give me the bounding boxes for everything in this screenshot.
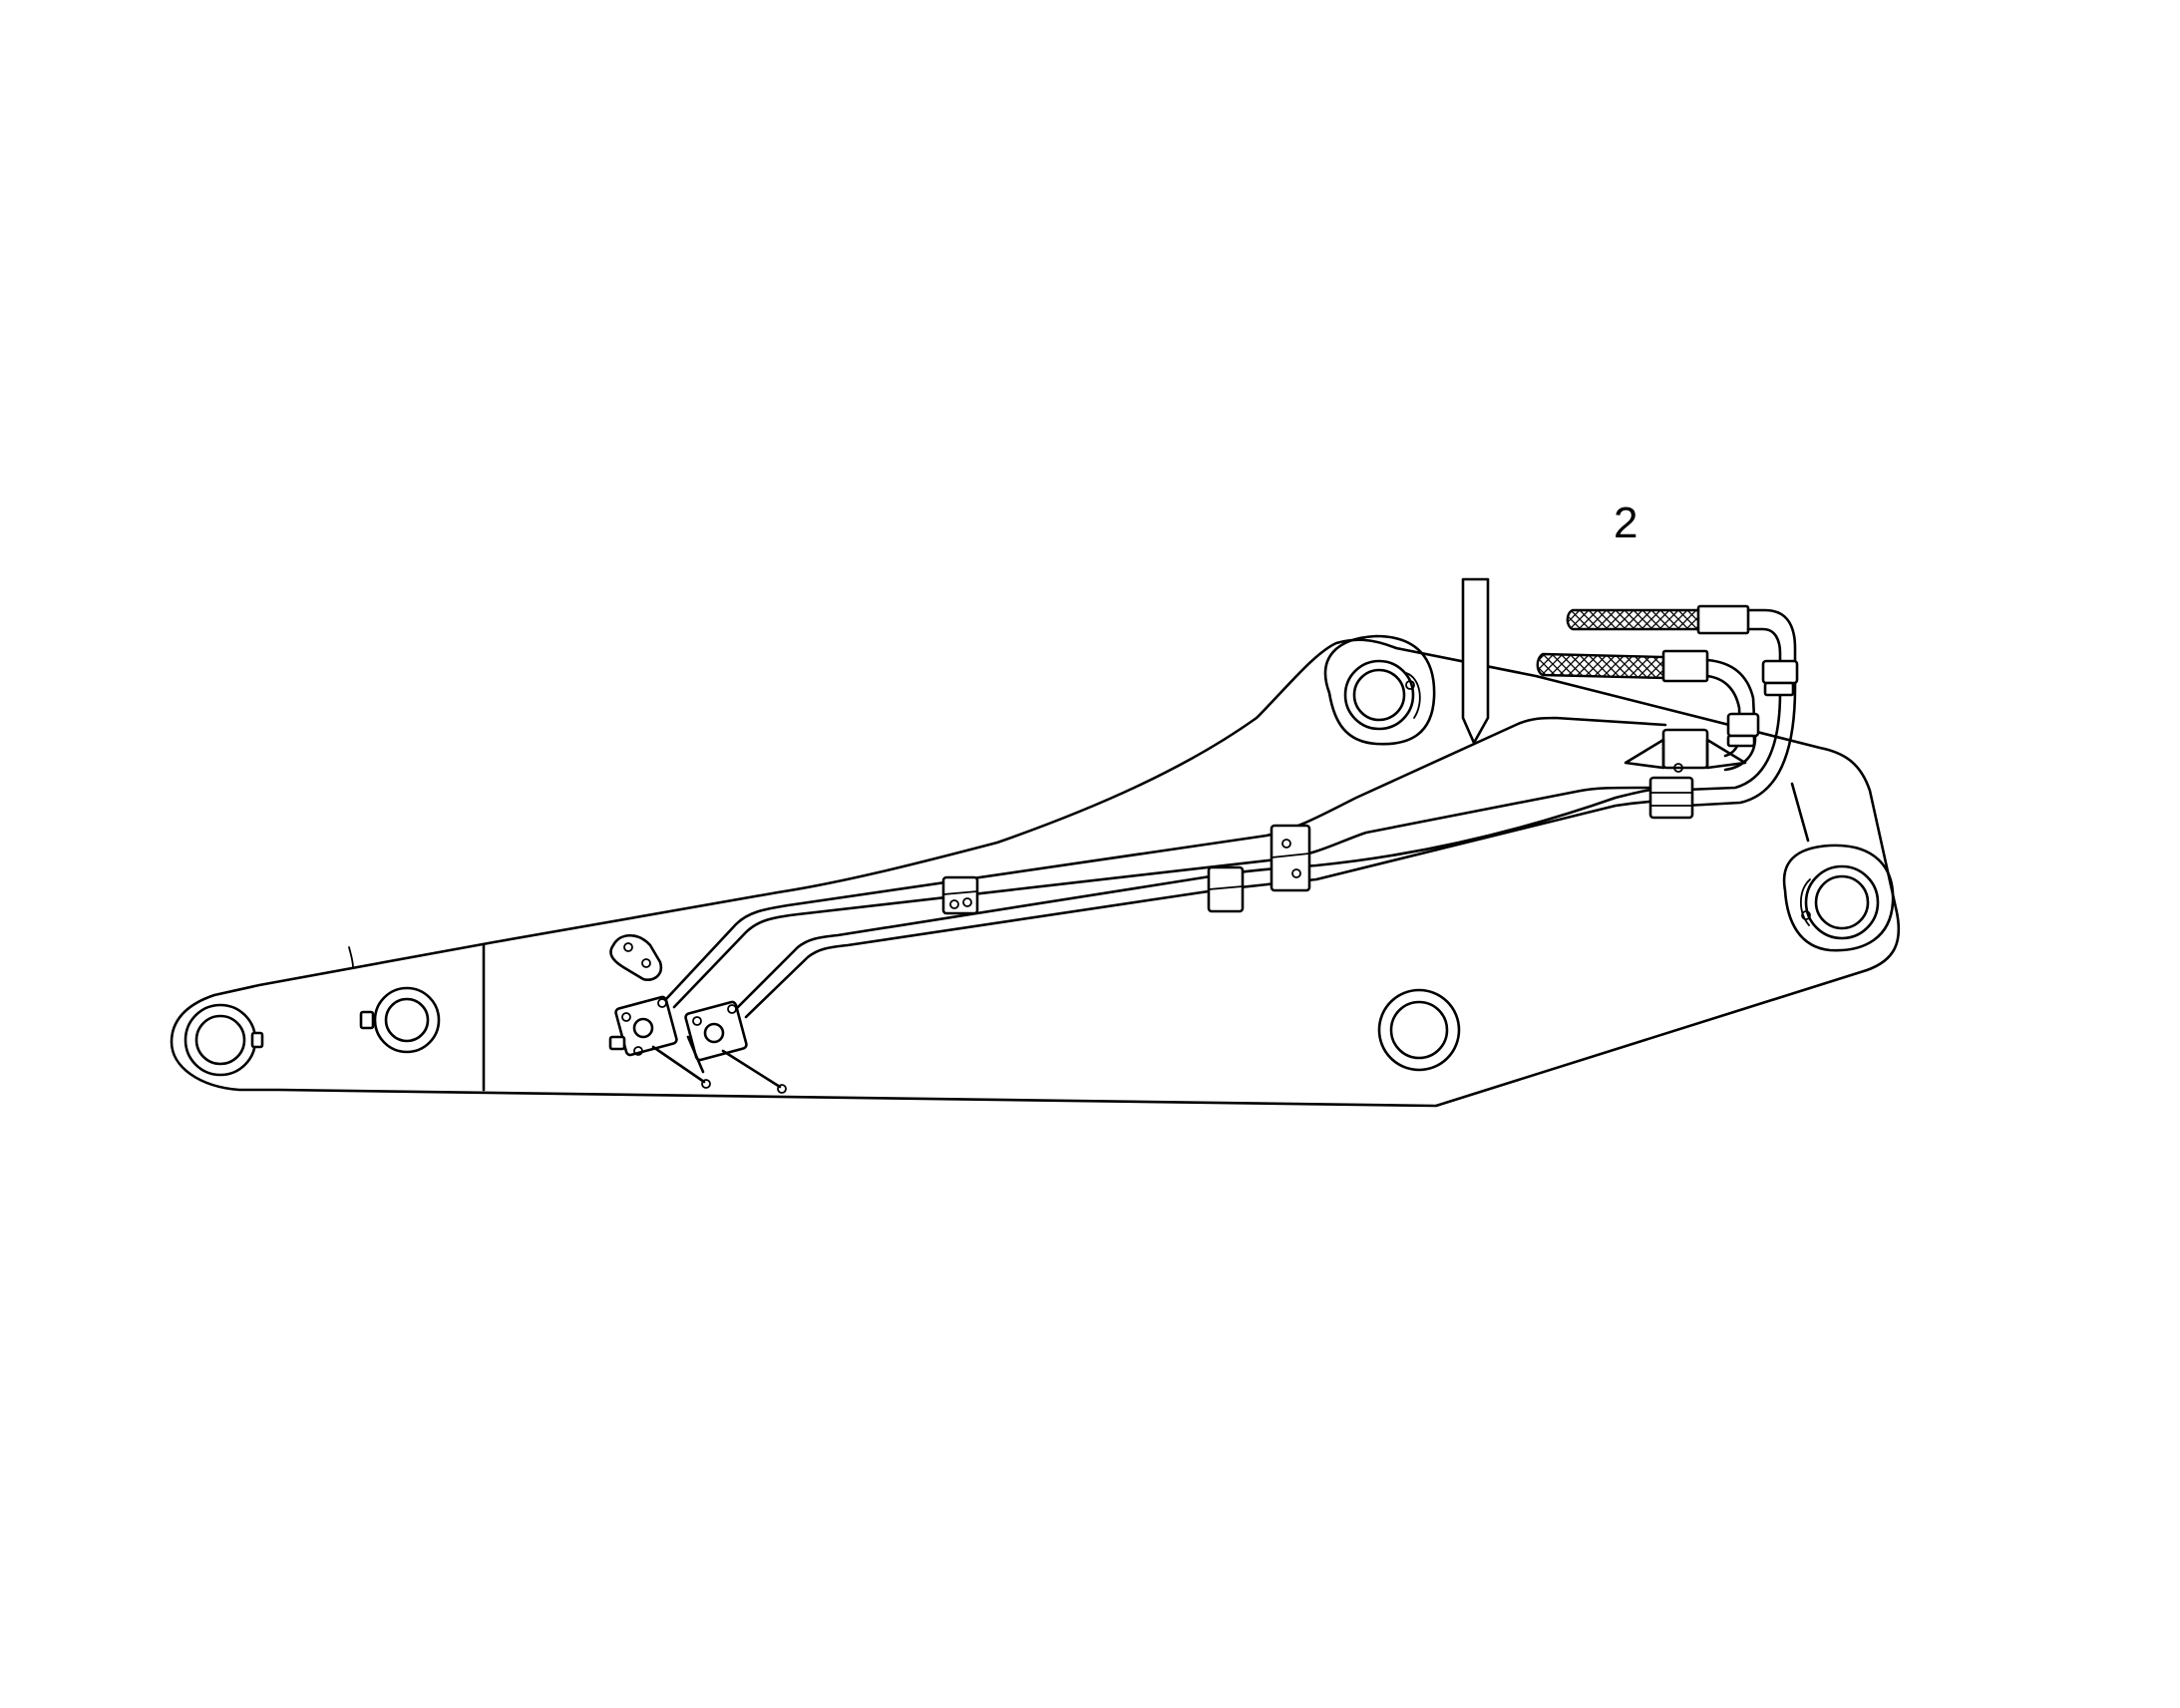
pin-boss-cylinder <box>1377 988 1461 1072</box>
hydraulic-tube-upper <box>664 716 1667 1009</box>
pin-boss-rear <box>348 946 441 1054</box>
hose-lower <box>1536 649 1757 772</box>
hydraulic-tube-lower <box>734 786 1677 1019</box>
wedge-plate <box>1461 577 1490 745</box>
pin-boss-foot <box>183 1003 264 1077</box>
hose-fittings <box>1624 659 1799 820</box>
hose-upper <box>1566 604 1797 808</box>
pin-boss-tip <box>1782 844 1895 952</box>
pin-boss-upper <box>1323 634 1436 746</box>
callout-2-label: 2 <box>1614 499 1637 547</box>
tube-clamp-3 <box>1270 824 1311 892</box>
boom-body <box>170 638 1901 1108</box>
valve-block-left <box>608 995 711 1089</box>
tube-clamp-2 <box>1207 865 1245 913</box>
valve-block-right <box>684 1000 787 1094</box>
reference-line <box>1790 782 1810 843</box>
tube-clamp-1 <box>941 875 979 915</box>
mounting-pad <box>609 933 663 981</box>
